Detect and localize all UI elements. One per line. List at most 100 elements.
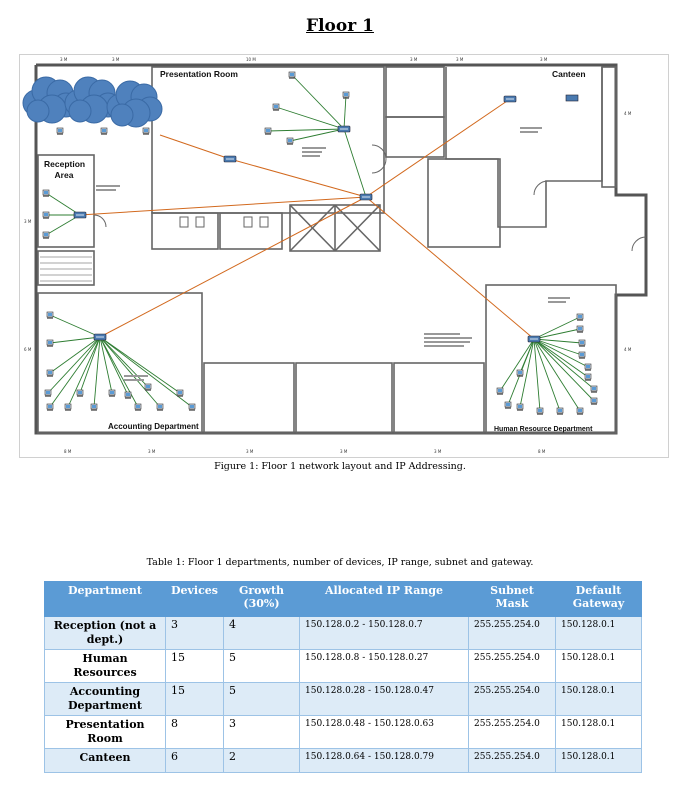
computer-icon <box>42 189 50 197</box>
cell-ip-range: 150.128.0.2 - 150.128.0.7 <box>299 616 469 650</box>
computer-icon <box>46 311 54 319</box>
computer-icon <box>342 91 350 99</box>
computer-icon <box>288 71 296 79</box>
svg-text:4 M: 4 M <box>624 347 632 352</box>
svg-text:4 M: 4 M <box>624 111 632 116</box>
table-row: Accounting Department 15 5 150.128.0.28 … <box>44 682 642 716</box>
computer-icon <box>108 389 116 397</box>
cell-subnet: 255.255.254.0 <box>468 715 556 749</box>
computer-icon <box>90 403 98 411</box>
cloud-icon <box>64 76 121 124</box>
computer-icon <box>578 351 586 359</box>
computer-icon <box>76 389 84 397</box>
cell-devices: 3 <box>165 616 224 650</box>
computer-icon <box>64 403 72 411</box>
computer-icon <box>584 373 592 381</box>
cell-department: Human Resources <box>44 649 166 683</box>
computer-icon <box>576 407 584 415</box>
svg-text:3 M: 3 M <box>60 57 68 62</box>
cell-gateway: 150.128.0.1 <box>555 649 642 683</box>
computer-icon <box>516 369 524 377</box>
switch-icon <box>223 155 237 163</box>
departments-table: Department Devices Growth (30%) Allocate… <box>44 581 642 773</box>
svg-text:3 M: 3 M <box>246 449 254 454</box>
computer-icon <box>156 403 164 411</box>
room-label-reception: Reception Area <box>44 159 86 180</box>
computer-icon <box>46 369 54 377</box>
computer-icon <box>556 407 564 415</box>
cell-department: Accounting Department <box>44 682 166 716</box>
switch-icon <box>527 335 541 343</box>
cell-ip-range: 150.128.0.64 - 150.128.0.79 <box>299 748 469 773</box>
switch-icon <box>337 125 351 133</box>
header-department: Department <box>44 581 166 617</box>
cell-gateway: 150.128.0.1 <box>555 616 642 650</box>
switch-icon <box>93 333 107 341</box>
computer-icon <box>134 403 142 411</box>
cell-devices: 15 <box>165 682 224 716</box>
table-caption: Table 1: Floor 1 departments, number of … <box>146 557 534 568</box>
cell-department: Presentation Room <box>44 715 166 749</box>
header-devices: Devices <box>165 581 224 617</box>
header-ip-range: Allocated IP Range <box>299 581 469 617</box>
svg-text:8 M: 8 M <box>538 449 546 454</box>
cell-subnet: 255.255.254.0 <box>468 649 556 683</box>
computer-icon <box>56 127 64 135</box>
table-header-row: Department Devices Growth (30%) Allocate… <box>44 581 642 617</box>
svg-text:10 M: 10 M <box>246 57 256 62</box>
svg-text:3 M: 3 M <box>540 57 548 62</box>
computer-icon <box>536 407 544 415</box>
switch-icon <box>73 211 87 219</box>
switch-icon <box>503 95 517 103</box>
computer-icon <box>144 383 152 391</box>
header-default-gateway: Default Gateway <box>555 581 642 617</box>
svg-text:3 M: 3 M <box>112 57 120 62</box>
svg-text:3 M: 3 M <box>340 449 348 454</box>
page-title: Floor 1 <box>306 16 374 36</box>
cell-growth: 5 <box>223 649 300 683</box>
room-label-hr: Human Resource Department <box>494 426 593 433</box>
computer-icon <box>264 127 272 135</box>
cell-devices: 6 <box>165 748 224 773</box>
table-row: Reception (not a dept.) 3 4 150.128.0.2 … <box>44 616 642 650</box>
computer-icon <box>272 103 280 111</box>
svg-text:8 M: 8 M <box>64 449 72 454</box>
header-growth: Growth (30%) <box>223 581 300 617</box>
cell-ip-range: 150.128.0.48 - 150.128.0.63 <box>299 715 469 749</box>
svg-text:3 M: 3 M <box>434 449 442 454</box>
cell-growth: 5 <box>223 682 300 716</box>
cell-subnet: 255.255.254.0 <box>468 616 556 650</box>
computer-icon <box>590 397 598 405</box>
cell-growth: 3 <box>223 715 300 749</box>
table-row: Canteen 6 2 150.128.0.64 - 150.128.0.79 … <box>44 748 642 773</box>
computer-icon <box>188 403 196 411</box>
computer-icon <box>584 363 592 371</box>
svg-text:3 M: 3 M <box>456 57 464 62</box>
computer-icon <box>44 389 52 397</box>
computer-icon <box>496 387 504 395</box>
computer-icon <box>142 127 150 135</box>
computer-icon <box>176 389 184 397</box>
header-subnet-mask: Subnet Mask <box>468 581 556 617</box>
wireless-router-icon <box>565 94 579 102</box>
cell-department: Canteen <box>44 748 166 773</box>
cloud-icon <box>106 80 163 128</box>
computer-icon <box>46 339 54 347</box>
computer-icon <box>578 339 586 347</box>
computer-icon <box>516 403 524 411</box>
room-label-canteen: Canteen <box>552 69 586 79</box>
computer-icon <box>286 137 294 145</box>
computer-icon <box>504 401 512 409</box>
computer-icon <box>100 127 108 135</box>
cell-ip-range: 150.128.0.8 - 150.128.0.27 <box>299 649 469 683</box>
cell-growth: 2 <box>223 748 300 773</box>
switch-icon <box>359 193 373 201</box>
computer-icon <box>42 211 50 219</box>
computer-icon <box>576 325 584 333</box>
cell-gateway: 150.128.0.1 <box>555 682 642 716</box>
figure-caption: Figure 1: Floor 1 network layout and IP … <box>214 461 466 472</box>
cell-gateway: 150.128.0.1 <box>555 748 642 773</box>
cell-subnet: 255.255.254.0 <box>468 682 556 716</box>
